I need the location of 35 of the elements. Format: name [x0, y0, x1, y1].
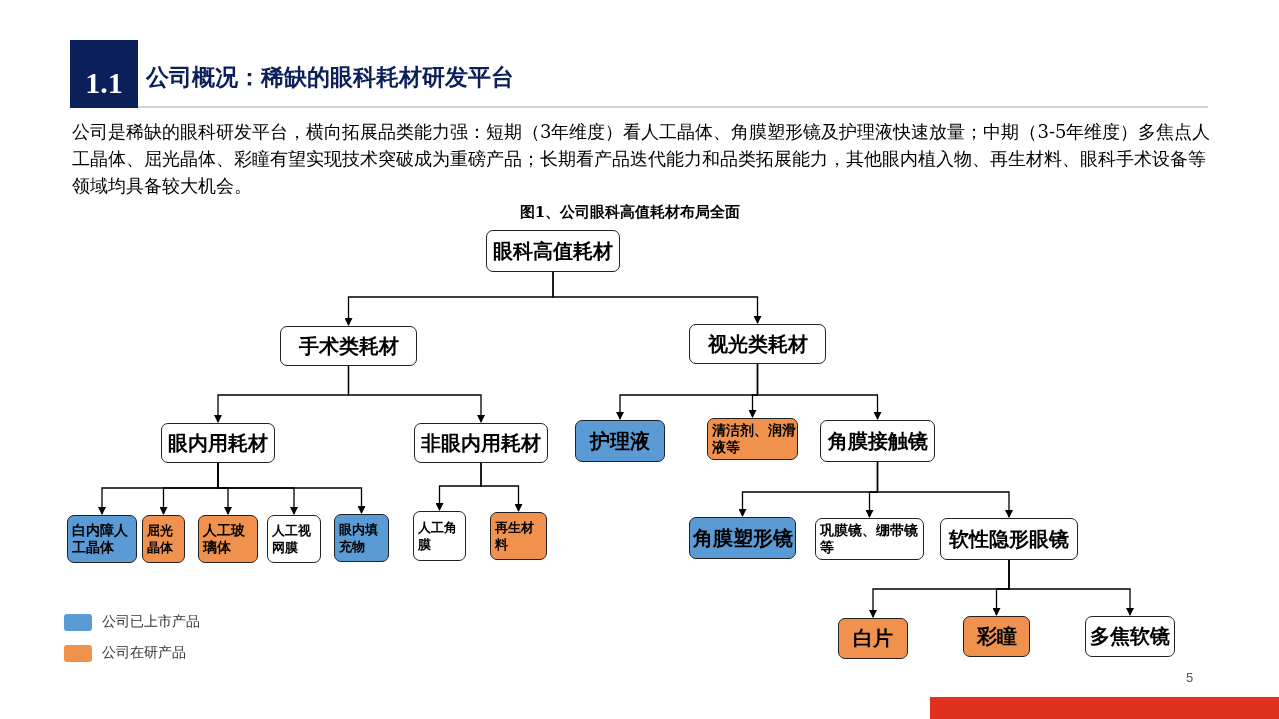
category-box: 人工角膜	[413, 511, 466, 561]
category-box: 非眼内用耗材	[414, 423, 548, 463]
category-box: 白内障人工晶体	[67, 515, 137, 563]
page-number: 5	[1186, 670, 1195, 685]
category-box: 白片	[838, 618, 908, 659]
category-box: 清洁剂、润滑液等	[707, 418, 798, 460]
body-paragraph: 公司是稀缺的眼科研发平台，横向拓展品类能力强：短期（3年维度）看人工晶体、角膜塑形镜及护理液快速放量；中期（3-5年维度）多焦点人工晶体、屈光晶体、彩瞳有望实现技术突破成为重磅产品；长期看产品迭代能力和品类拓展能力，其他眼内植入物、再生材料、眼科手术设备等领域均具备较大机会。	[72, 120, 1212, 198]
figure-caption: 图1、公司眼科高值耗材布局全面	[518, 203, 742, 222]
arrow	[876, 461, 1013, 518]
arrow	[217, 462, 366, 514]
category-box: 手术类耗材	[280, 326, 417, 366]
arrow	[480, 462, 523, 512]
arrow	[1008, 559, 1134, 616]
category-box: 人工视网膜	[267, 515, 321, 563]
category-box: 巩膜镜、绷带镜等	[815, 518, 924, 560]
category-box: 屈光晶体	[142, 515, 185, 563]
legend-label: 公司已上市产品	[102, 613, 200, 631]
arrow	[756, 363, 882, 420]
category-box: 角膜塑形镜	[689, 517, 796, 559]
category-box: 眼科高值耗材	[486, 230, 620, 272]
category-box: 眼内用耗材	[161, 423, 275, 463]
category-box: 多焦软镜	[1085, 616, 1175, 657]
arrow	[347, 365, 485, 423]
category-box: 护理液	[575, 420, 665, 462]
section-title: 公司概况：稀缺的眼科耗材研发平台	[146, 62, 515, 92]
category-box: 人工玻璃体	[198, 515, 258, 563]
category-box: 彩瞳	[963, 616, 1030, 657]
category-box: 角膜接触镜	[820, 420, 935, 462]
arrow	[552, 271, 762, 324]
legend-label: 公司在研产品	[102, 644, 186, 662]
category-box: 再生材料	[490, 512, 547, 560]
section-number-badge: 1.1	[70, 40, 138, 108]
category-box: 软性隐形眼镜	[940, 518, 1078, 560]
category-box: 视光类耗材	[689, 324, 826, 364]
category-box: 眼内填充物	[334, 514, 389, 562]
